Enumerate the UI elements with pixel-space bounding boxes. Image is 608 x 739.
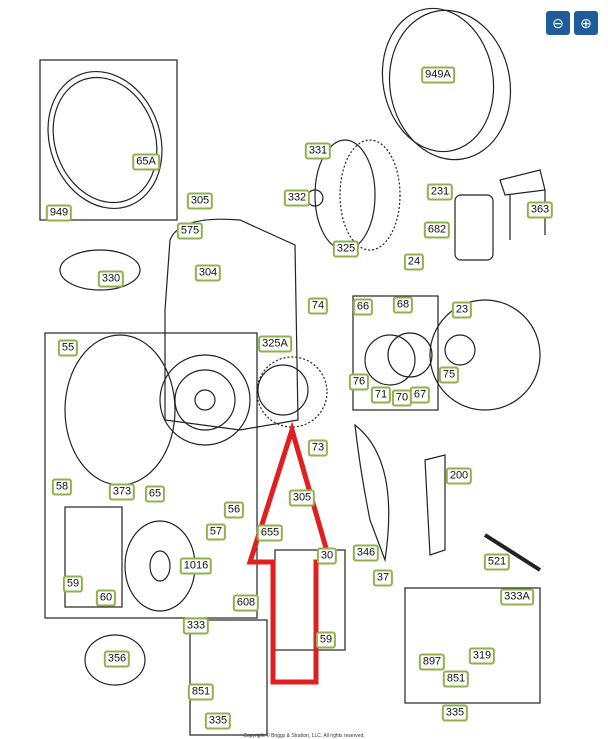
part-label-521[interactable]: 521 <box>483 553 511 571</box>
part-label-332[interactable]: 332 <box>283 189 311 207</box>
part-label-59[interactable]: 59 <box>62 575 84 593</box>
part-label-37[interactable]: 37 <box>372 569 394 587</box>
box-66 <box>352 295 439 411</box>
part-label-59[interactable]: 59 <box>315 631 337 649</box>
part-label-333[interactable]: 333 <box>182 617 210 635</box>
part-label-23[interactable]: 23 <box>451 301 473 319</box>
part-label-73[interactable]: 73 <box>307 439 329 457</box>
part-label-231[interactable]: 231 <box>426 183 454 201</box>
part-label-949a[interactable]: 949A <box>421 66 455 84</box>
part-label-575[interactable]: 575 <box>176 222 204 240</box>
part-label-1016[interactable]: 1016 <box>179 557 213 575</box>
box-55 <box>44 332 258 619</box>
part-label-373[interactable]: 373 <box>108 483 136 501</box>
part-label-65[interactable]: 65 <box>144 485 166 503</box>
part-label-305[interactable]: 305 <box>186 192 214 210</box>
part-label-331[interactable]: 331 <box>304 142 332 160</box>
part-label-325[interactable]: 325 <box>332 240 360 258</box>
part-label-56[interactable]: 56 <box>223 501 245 519</box>
zoom-out-icon: ⊖ <box>552 14 564 31</box>
part-label-55[interactable]: 55 <box>57 339 79 357</box>
part-label-897[interactable]: 897 <box>418 653 446 671</box>
part-label-330[interactable]: 330 <box>97 270 125 288</box>
part-label-363[interactable]: 363 <box>526 201 554 219</box>
part-label-655[interactable]: 655 <box>256 524 284 542</box>
part-label-67[interactable]: 67 <box>409 386 431 404</box>
part-label-66[interactable]: 66 <box>352 298 374 316</box>
zoom-in-button[interactable]: ⊕ <box>574 11 598 35</box>
part-label-24[interactable]: 24 <box>403 253 425 271</box>
part-label-65a[interactable]: 65A <box>132 153 160 171</box>
part-label-335[interactable]: 335 <box>441 704 469 722</box>
zoom-in-icon: ⊕ <box>580 14 592 31</box>
part-label-949[interactable]: 949 <box>45 204 73 222</box>
blower-housing-304 <box>164 218 299 431</box>
box-949 <box>39 59 178 221</box>
copyright-text: Copyright © Briggs & Stratton, LLC. All … <box>243 733 365 739</box>
part-label-75[interactable]: 75 <box>438 366 460 384</box>
part-label-319[interactable]: 319 <box>468 647 496 665</box>
part-label-200[interactable]: 200 <box>445 467 473 485</box>
part-label-58[interactable]: 58 <box>51 478 73 496</box>
part-label-325a[interactable]: 325A <box>258 335 292 353</box>
part-label-346[interactable]: 346 <box>352 544 380 562</box>
part-label-74[interactable]: 74 <box>307 297 329 315</box>
part-label-71[interactable]: 71 <box>370 386 392 404</box>
part-label-356[interactable]: 356 <box>103 650 131 668</box>
shroud-949a <box>381 7 495 153</box>
part-label-76[interactable]: 76 <box>348 373 370 391</box>
part-label-608[interactable]: 608 <box>232 594 260 612</box>
part-label-335[interactable]: 335 <box>204 712 232 730</box>
part-label-851[interactable]: 851 <box>442 670 470 688</box>
part-label-68[interactable]: 68 <box>392 296 414 314</box>
part-label-60[interactable]: 60 <box>95 589 117 607</box>
part-label-57[interactable]: 57 <box>205 523 227 541</box>
part-label-30[interactable]: 30 <box>316 547 338 565</box>
part-label-304[interactable]: 304 <box>194 264 222 282</box>
part-label-851[interactable]: 851 <box>187 683 215 701</box>
part-label-305[interactable]: 305 <box>288 489 316 507</box>
part-label-333a[interactable]: 333A <box>500 588 534 606</box>
part-label-682[interactable]: 682 <box>423 221 451 239</box>
zoom-out-button[interactable]: ⊖ <box>546 11 570 35</box>
